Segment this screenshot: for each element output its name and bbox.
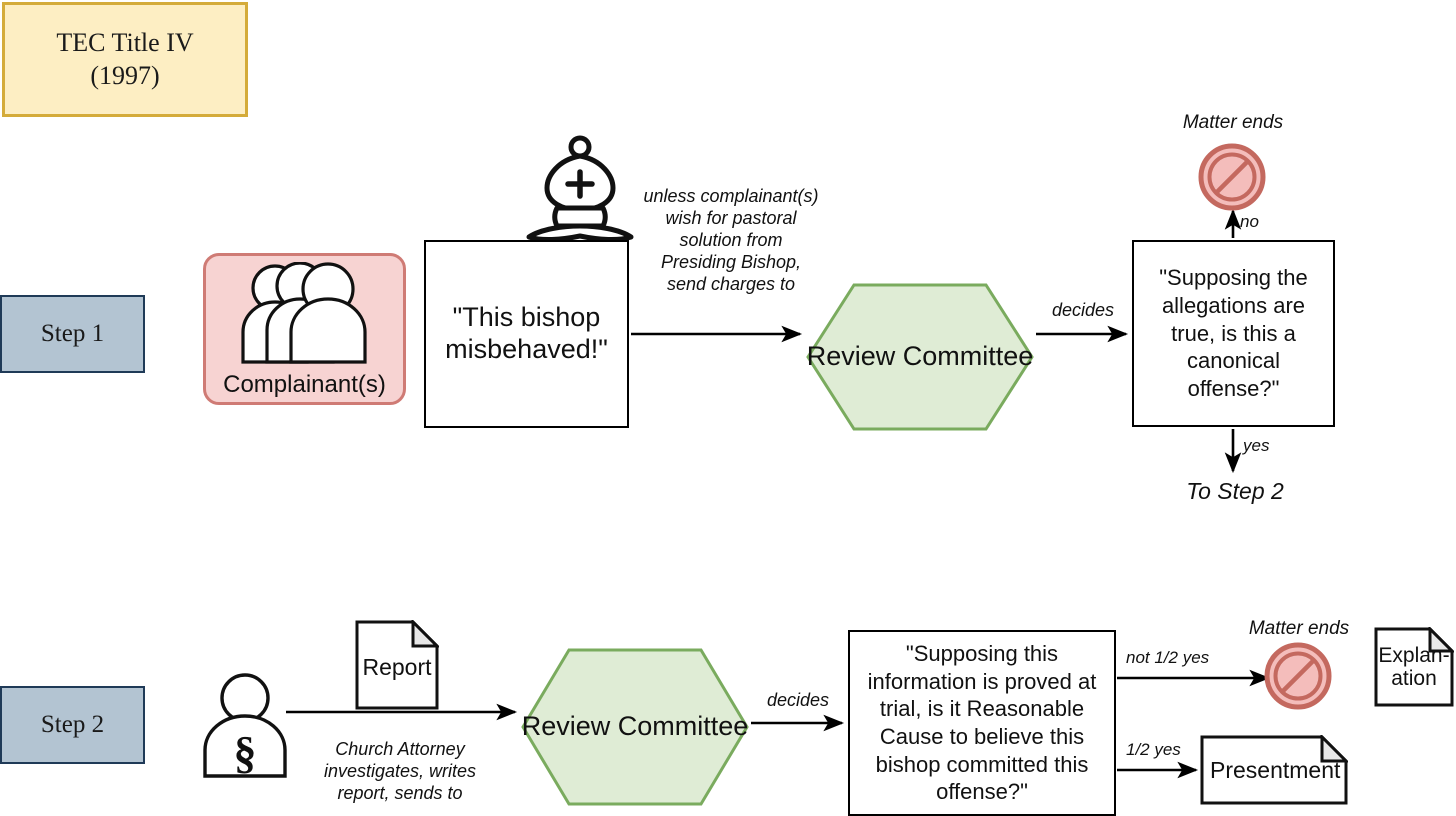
attorney-person-icon: § xyxy=(197,672,293,782)
presentment-document: Presentment xyxy=(1200,733,1350,805)
edge-label-pastoral-solution: unless complainant(s) wish for pastoral … xyxy=(643,186,819,294)
reasonable-cause-question-box: "Supposing this information is proved at… xyxy=(848,630,1116,816)
complaint-statement-box: "This bishop misbehaved!" xyxy=(424,240,629,428)
prohibition-icon-step2 xyxy=(1262,640,1334,712)
edge-label-half-yes: 1/2 yes xyxy=(1126,740,1181,759)
step-1-label: Step 1 xyxy=(40,320,105,347)
hexagon-shape xyxy=(806,283,1034,431)
step-2-label-box: Step 2 xyxy=(0,686,145,764)
edge-label-decides-step1: decides xyxy=(1051,300,1115,320)
to-step-2-label: To Step 2 xyxy=(1186,478,1284,504)
prohibition-icon-step1 xyxy=(1196,141,1268,213)
edge-label-no-step1: no xyxy=(1240,212,1259,231)
edge-label-attorney-investigates: Church Attorney investigates, writes rep… xyxy=(323,739,477,803)
three-people-icon xyxy=(231,261,379,375)
complaint-statement-text: "This bishop misbehaved!" xyxy=(445,302,608,364)
hexagon-shape-2 xyxy=(521,648,749,806)
edge-label-decides-step2: decides xyxy=(766,690,830,710)
svg-text:§: § xyxy=(234,727,257,778)
title-line-2: (1997) xyxy=(90,60,160,90)
matter-ends-label-step1: Matter ends xyxy=(1182,112,1284,133)
complainants-label: Complainant(s) xyxy=(223,371,386,398)
title-line-1: TEC Title IV xyxy=(56,28,194,57)
edge-label-not-half-yes: not 1/2 yes xyxy=(1126,648,1210,667)
step-2-label: Step 2 xyxy=(40,711,105,738)
reasonable-cause-question-text: "Supposing this information is proved at… xyxy=(867,640,1097,805)
step-1-label-box: Step 1 xyxy=(0,295,145,373)
matter-ends-label-step2: Matter ends xyxy=(1248,618,1350,639)
explanation-document: Explan- ation xyxy=(1374,625,1456,707)
complainants-node: Complainant(s) xyxy=(203,253,406,405)
canonical-offense-question-box: "Supposing the allegations are true, is … xyxy=(1132,240,1335,427)
chess-bishop-icon xyxy=(519,134,641,244)
edge-label-yes-step1: yes xyxy=(1243,436,1270,455)
title-box: TEC Title IV (1997) xyxy=(2,2,248,117)
review-committee-node-step2: Review Committee xyxy=(521,648,749,806)
report-document: Report xyxy=(355,618,441,710)
review-committee-node-step1: Review Committee xyxy=(806,283,1034,431)
canonical-offense-question-text: "Supposing the allegations are true, is … xyxy=(1159,265,1308,402)
